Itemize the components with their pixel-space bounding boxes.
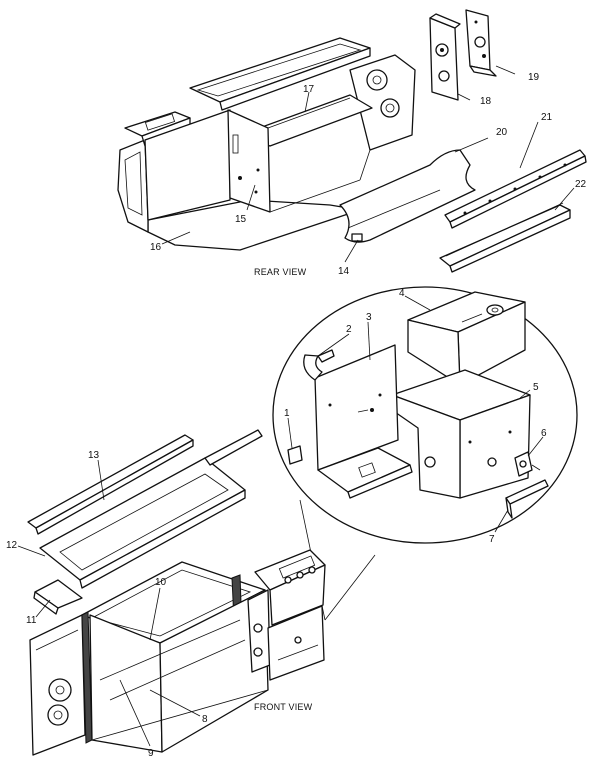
clamp-part [303, 354, 323, 381]
mounting-bracket-part [227, 109, 271, 213]
callout-15: 15 [235, 214, 247, 225]
front-view-caption: FRONT VIEW [254, 702, 313, 712]
callout-7: 7 [489, 534, 495, 545]
callout-9: 9 [148, 748, 154, 759]
insulation-panel-20 [339, 149, 476, 243]
plate-18 [429, 13, 461, 101]
callout-14: 14 [338, 266, 350, 277]
bracket-19 [465, 9, 497, 77]
callout-13: 13 [88, 450, 100, 461]
callout-8: 8 [202, 714, 208, 725]
callout-labels: 17 20 21 22 19 18 15 16 14 REAR VIEW 4 2… [6, 65, 587, 759]
callout-2: 2 [346, 324, 352, 335]
small-bracket-part [287, 445, 303, 465]
rear-view-caption: REAR VIEW [254, 267, 307, 277]
callout-17: 17 [303, 84, 315, 95]
callout-4: 4 [399, 288, 405, 299]
callout-19: 19 [528, 72, 540, 83]
callout-12: 12 [6, 540, 18, 551]
left-side-panel-part [117, 139, 149, 233]
clip-11 [33, 579, 83, 615]
rail-21 [444, 149, 587, 229]
back-plate-part [314, 344, 399, 471]
frame-12 [39, 429, 263, 589]
rear-view-assembly [117, 37, 416, 251]
angle-part [505, 479, 549, 505]
callout-22: 22 [575, 179, 587, 190]
front-unit-assembly [29, 549, 326, 756]
callout-11: 11 [26, 615, 37, 626]
callout-21: 21 [541, 112, 553, 123]
callout-6: 6 [541, 428, 547, 439]
top-strip-13 [27, 434, 194, 535]
callout-16: 16 [150, 242, 162, 253]
rear-housing-part [144, 109, 231, 221]
callout-10: 10 [155, 577, 167, 588]
callout-3: 3 [366, 312, 372, 323]
callout-5: 5 [533, 382, 539, 393]
top-tray-part [189, 37, 371, 103]
callout-1: 1 [284, 408, 290, 419]
channel-22 [439, 202, 571, 273]
callout-20: 20 [496, 127, 508, 138]
detail-inset [272, 286, 578, 621]
callout-18: 18 [480, 96, 492, 107]
